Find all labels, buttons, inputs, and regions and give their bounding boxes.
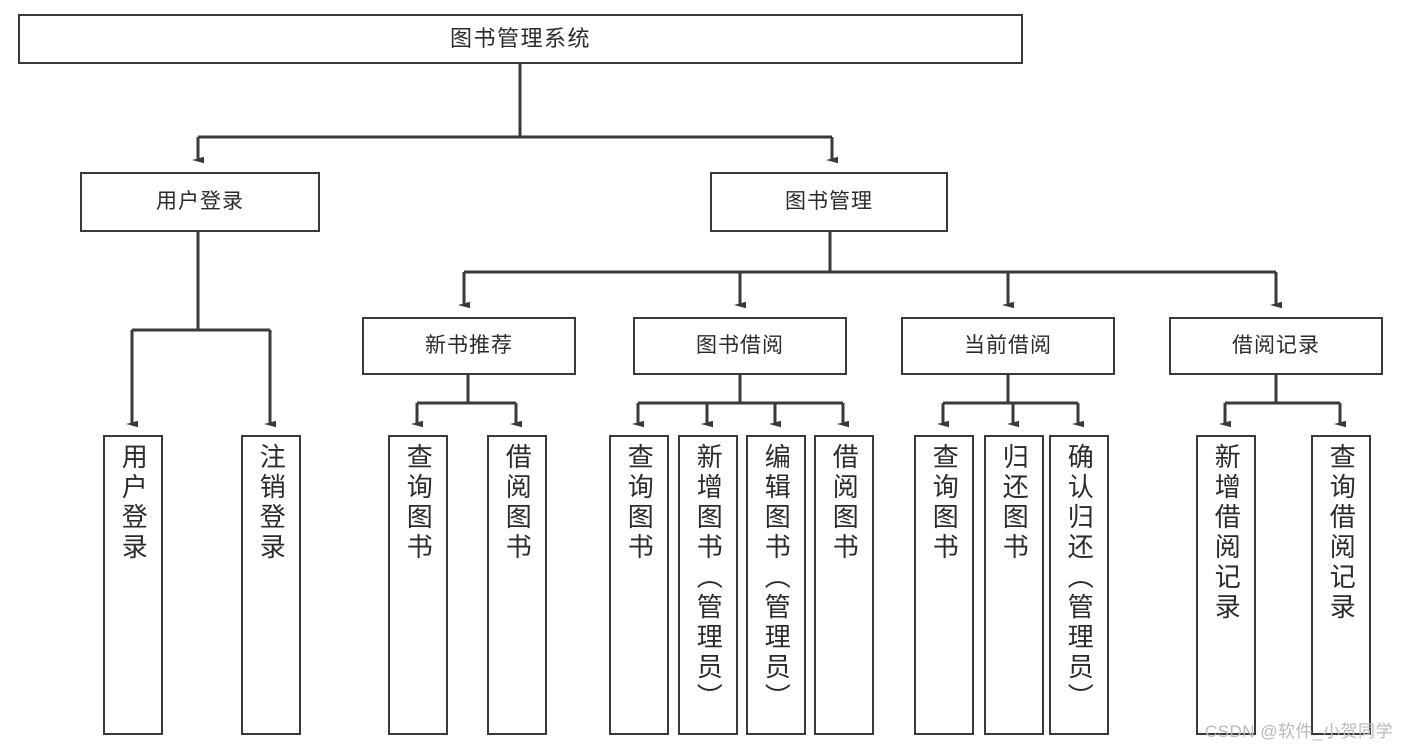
node-label: 查询图书 [624, 443, 655, 563]
leaf-return-book[interactable]: 归还图书 [984, 435, 1044, 735]
node-label: 用户登录 [156, 189, 244, 213]
node-label: 查询图书 [929, 443, 960, 563]
watermark-text: CSDN @软件_小贺同学 [1204, 722, 1393, 741]
leaf-borrow-book-new-rec[interactable]: 借阅图书 [487, 435, 547, 735]
leaf-query-borrow-record[interactable]: 查询借阅记录 [1311, 435, 1371, 735]
node-label: 图书管理系统 [449, 26, 591, 52]
node-book-management[interactable]: 图书管理 [710, 172, 948, 232]
leaf-logout-login[interactable]: 注销登录 [241, 435, 301, 735]
node-root-book-management-system[interactable]: 图书管理系统 [18, 14, 1023, 64]
node-label: 图书借阅 [696, 333, 784, 357]
node-label: 查询借阅记录 [1326, 443, 1357, 623]
leaf-query-book-current[interactable]: 查询图书 [914, 435, 974, 735]
node-borrowing-record[interactable]: 借阅记录 [1169, 317, 1383, 375]
node-book-borrowing[interactable]: 图书借阅 [633, 317, 847, 375]
node-new-book-recommendation[interactable]: 新书推荐 [362, 317, 576, 375]
node-label: 归还图书 [999, 443, 1030, 563]
leaf-confirm-return-admin[interactable]: 确认归还（管理员） [1049, 435, 1109, 735]
leaf-borrow-book-borrow[interactable]: 借阅图书 [814, 435, 874, 735]
node-label: 借阅图书 [829, 443, 860, 563]
node-label: 借阅图书 [502, 443, 533, 563]
node-label: 查询图书 [403, 443, 434, 563]
node-label: 新增图书（管理员） [693, 443, 724, 713]
node-label: 借阅记录 [1232, 333, 1320, 357]
node-label: 新书推荐 [425, 333, 513, 357]
leaf-query-book-borrow[interactable]: 查询图书 [609, 435, 669, 735]
node-label: 用户登录 [118, 443, 149, 563]
node-current-borrowing[interactable]: 当前借阅 [901, 317, 1115, 375]
node-label: 注销登录 [256, 443, 287, 563]
node-label: 编辑图书（管理员） [761, 443, 792, 713]
leaf-add-borrow-record[interactable]: 新增借阅记录 [1196, 435, 1256, 735]
leaf-add-book-admin[interactable]: 新增图书（管理员） [678, 435, 738, 735]
node-label: 当前借阅 [964, 333, 1052, 357]
node-label: 图书管理 [785, 189, 873, 213]
leaf-edit-book-admin[interactable]: 编辑图书（管理员） [746, 435, 806, 735]
leaf-query-book-new-rec[interactable]: 查询图书 [388, 435, 448, 735]
node-user-login[interactable]: 用户登录 [80, 172, 320, 232]
node-label: 确认归还（管理员） [1064, 443, 1095, 713]
node-label: 新增借阅记录 [1211, 443, 1242, 623]
leaf-user-login[interactable]: 用户登录 [103, 435, 163, 735]
